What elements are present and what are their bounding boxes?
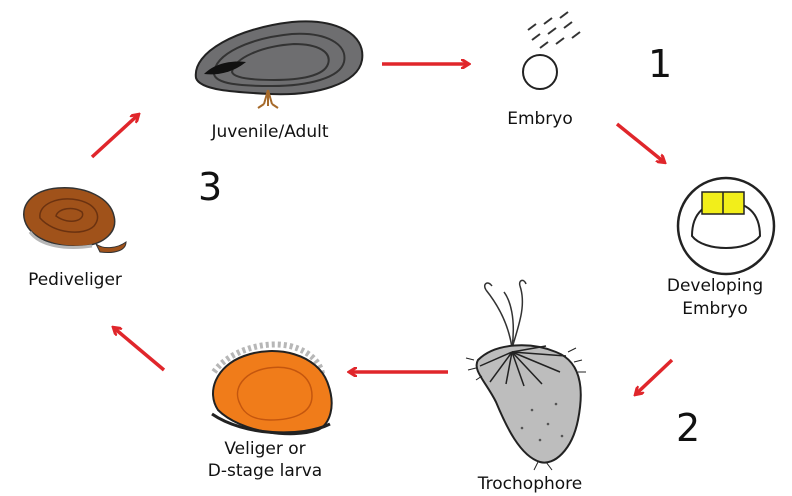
arrow-pediveliger-to-adult [92, 115, 138, 157]
pediveliger-illustration [24, 188, 126, 253]
adult-mussel-illustration [196, 21, 363, 108]
stage-number-3: 3 [198, 167, 222, 207]
veliger-illustration [212, 344, 332, 434]
embryo-illustration [523, 12, 580, 89]
label-juvenile-adult: Juvenile/Adult [170, 121, 370, 143]
developing-embryo-illustration [678, 178, 774, 274]
label-pediveliger: Pediveliger [0, 269, 150, 291]
label-developing-embryo-line1: Developing [640, 275, 790, 297]
label-veliger-line2: D-stage larva [190, 460, 340, 482]
stage-number-2: 2 [676, 408, 700, 448]
trochophore-illustration [466, 280, 586, 470]
arrow-veliger-to-pediveliger [114, 328, 164, 370]
label-developing-embryo-line2: Embryo [640, 298, 790, 320]
label-embryo: Embryo [480, 108, 600, 130]
arrow-developing-to-trochophore [636, 360, 672, 394]
label-veliger-line1: Veliger or [190, 438, 340, 460]
stage-number-1: 1 [648, 44, 672, 84]
label-trochophore: Trochophore [450, 473, 610, 495]
arrow-embryo-to-developing [617, 124, 664, 162]
